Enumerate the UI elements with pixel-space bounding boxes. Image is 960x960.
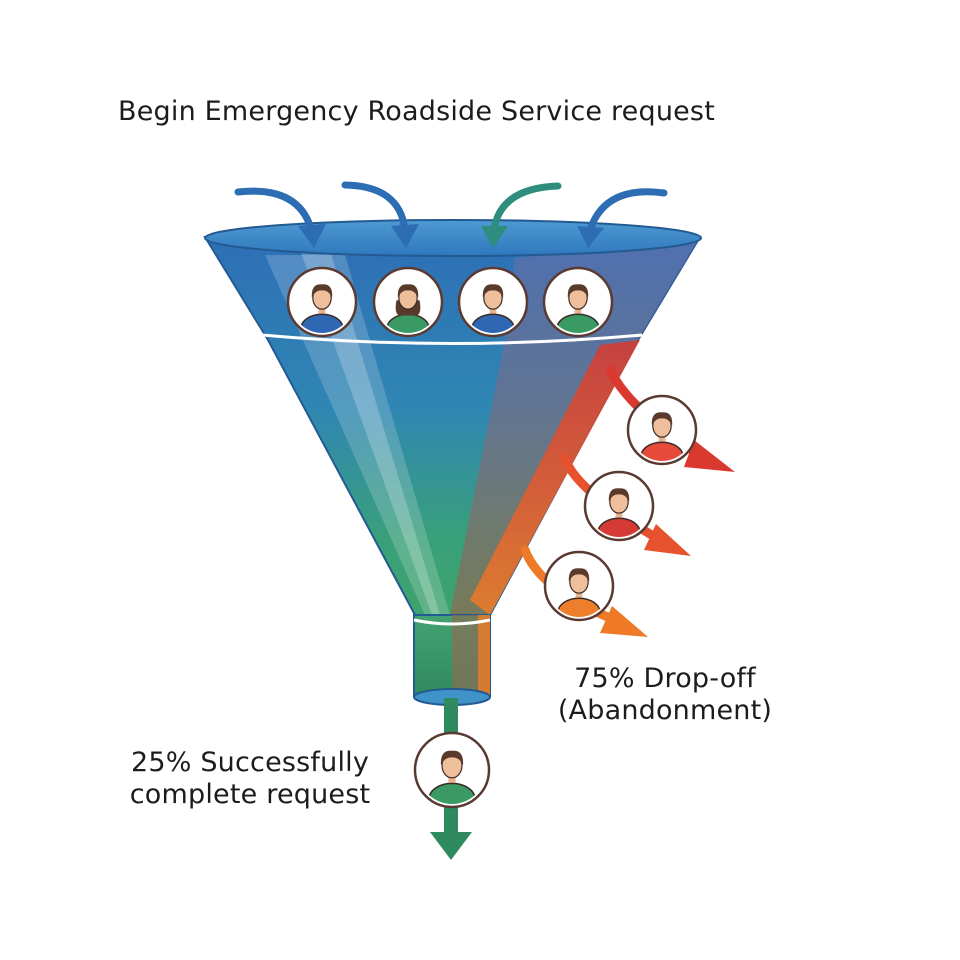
dropoff-person-avatar	[626, 394, 698, 466]
dropoff-person-avatar	[583, 470, 655, 542]
incoming-arrow	[234, 187, 326, 248]
entry-person-avatar	[542, 266, 614, 338]
incoming-arrows	[234, 181, 668, 248]
incoming-arrow	[481, 182, 562, 248]
dropoff-label-line2: (Abandonment)	[557, 695, 773, 726]
incoming-arrow	[341, 181, 419, 248]
dropoff-label-line1: 75% Drop-off	[574, 663, 756, 694]
success-person-avatar	[413, 731, 491, 809]
people-layer	[286, 266, 698, 809]
success-label: 25% Successfully complete request	[100, 747, 400, 811]
entry-person-avatar	[286, 266, 358, 338]
page-title: Begin Emergency Roadside Service request	[118, 96, 715, 127]
incoming-arrow	[577, 188, 668, 248]
success-label-line1: 25% Successfully	[130, 747, 370, 778]
success-label-line2: complete request	[129, 779, 371, 810]
dropoff-person-avatar	[543, 550, 615, 622]
funnel	[203, 219, 702, 616]
funnel-spout	[413, 614, 491, 706]
entry-person-avatar	[372, 266, 444, 338]
dropoff-label: 75% Drop-off (Abandonment)	[520, 663, 810, 727]
entry-person-avatar	[457, 266, 529, 338]
